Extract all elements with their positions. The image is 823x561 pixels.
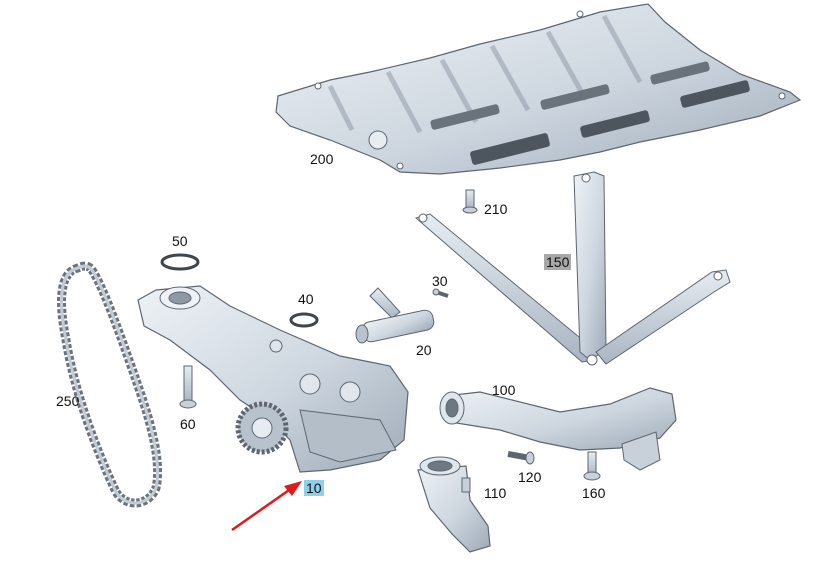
callout-50[interactable]: 50 <box>172 233 188 249</box>
part-150-bracket[interactable] <box>414 171 731 366</box>
callout-10[interactable]: 10 <box>304 480 324 496</box>
callout-110[interactable]: 110 <box>484 485 507 501</box>
part-100-oil-pipe[interactable] <box>439 387 677 471</box>
callout-210[interactable]: 210 <box>484 201 508 217</box>
part-110-intake-pipe[interactable] <box>417 456 491 553</box>
part-210-bolt[interactable] <box>462 189 478 214</box>
callout-200[interactable]: 200 <box>310 151 334 167</box>
callout-20[interactable]: 20 <box>416 342 432 358</box>
pointer-arrow <box>231 481 302 532</box>
callout-100[interactable]: 100 <box>492 382 516 398</box>
part-10-oil-pump[interactable] <box>137 285 409 473</box>
callout-30[interactable]: 30 <box>432 273 448 289</box>
callout-150[interactable]: 150 <box>544 254 572 270</box>
part-30-screw[interactable] <box>432 288 449 298</box>
callout-120[interactable]: 120 <box>518 469 542 485</box>
part-60-bolt[interactable] <box>179 365 197 409</box>
callout-160[interactable]: 160 <box>582 485 606 501</box>
part-200-baffle-plate[interactable] <box>275 3 802 175</box>
callout-40[interactable]: 40 <box>298 291 314 307</box>
part-20-solenoid-valve[interactable] <box>355 287 435 344</box>
part-120-bolt[interactable] <box>507 451 535 465</box>
part-250-timing-chain[interactable] <box>57 261 163 508</box>
part-160-bolt[interactable] <box>583 451 601 481</box>
part-40-clamp-ring[interactable] <box>289 312 319 328</box>
callout-60[interactable]: 60 <box>180 416 196 432</box>
callout-250[interactable]: 250 <box>56 393 80 409</box>
part-50-seal-ring[interactable] <box>160 253 200 271</box>
